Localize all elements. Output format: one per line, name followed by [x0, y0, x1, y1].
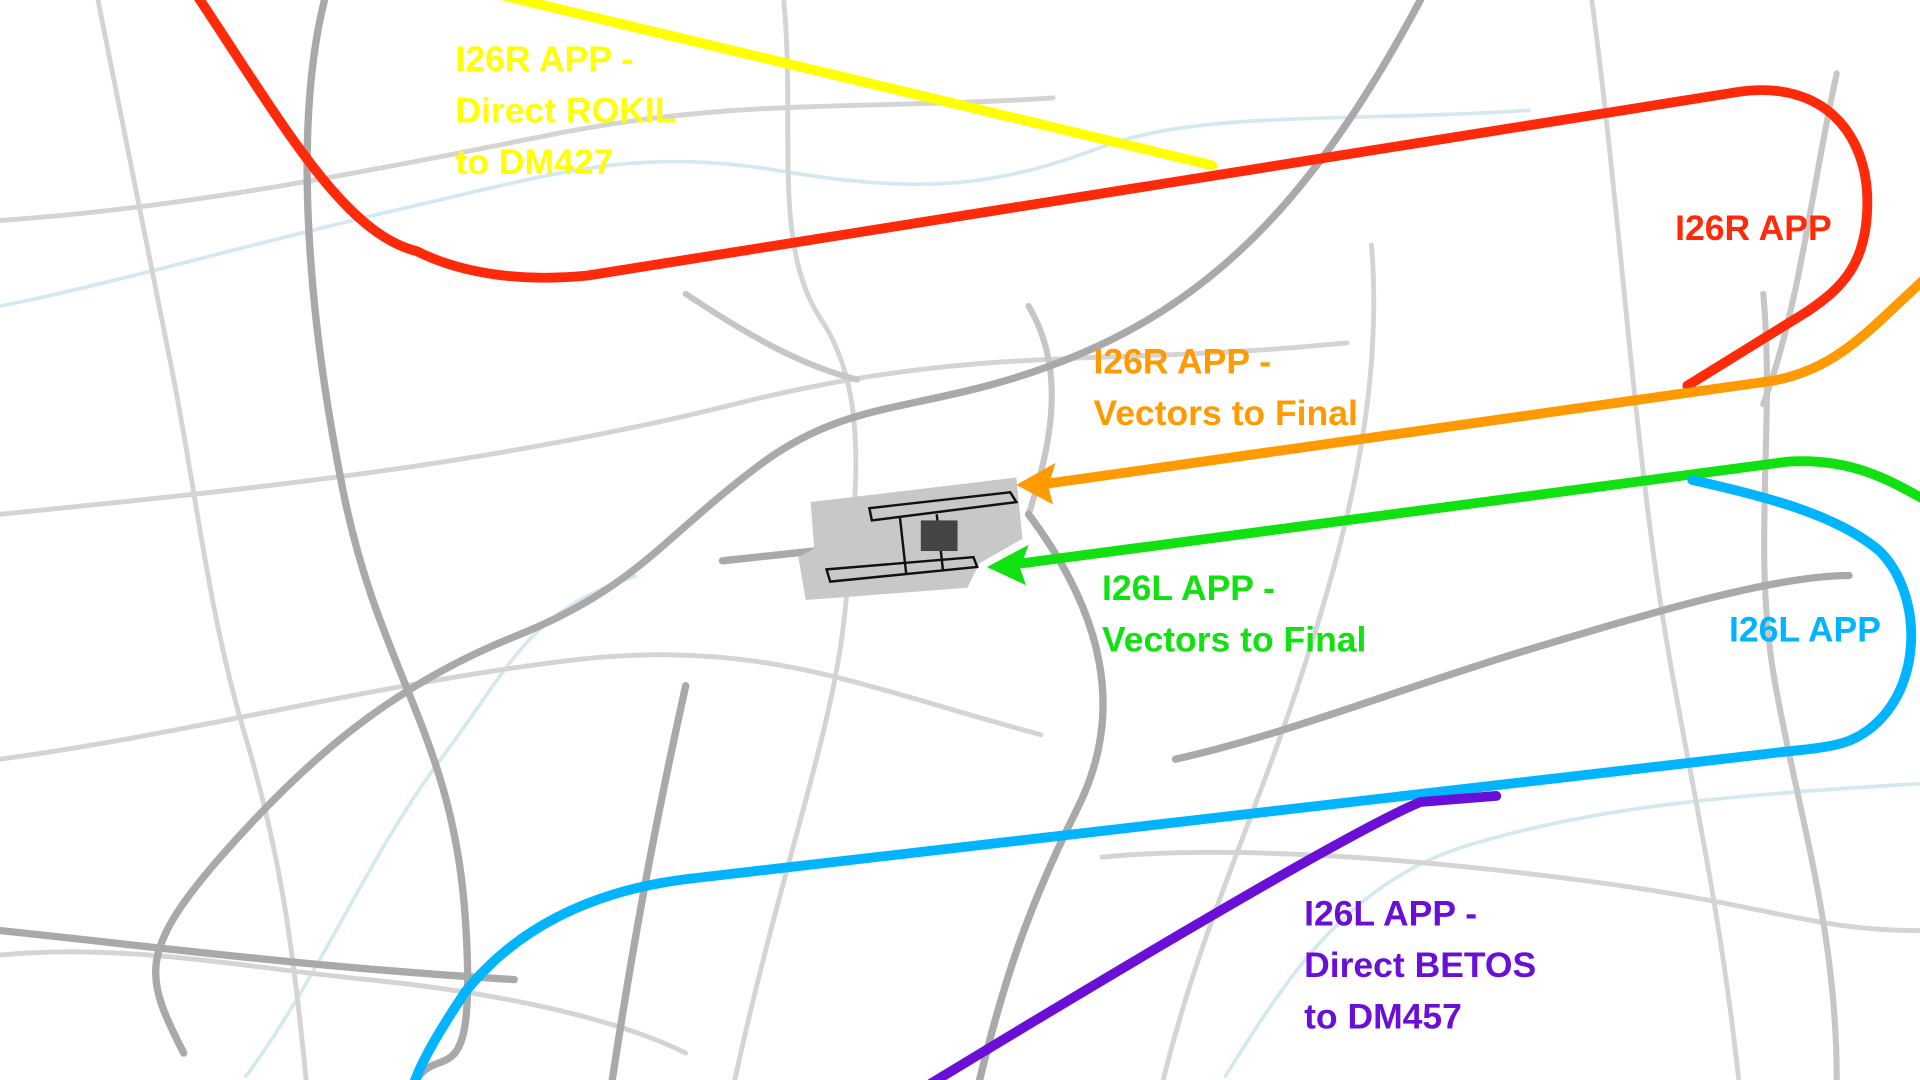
route-i26l-vectors	[1017, 456, 1920, 569]
airport-diagram	[798, 477, 1023, 600]
label-i26l-vectors: I26L APP - Vectors to Final	[1102, 568, 1366, 659]
route-i26r-app	[194, 0, 1873, 391]
route-i26l-app	[410, 475, 1917, 1080]
label-i26r-vectors: I26R APP - Vectors to Final	[1093, 341, 1357, 432]
route-labels: I26R APP - Direct ROKIL to DM427 I26R AP…	[456, 39, 1881, 1037]
route-i26l-direct-betos	[927, 791, 1502, 1080]
label-i26l-direct: I26L APP - Direct BETOS to DM457	[1304, 894, 1546, 1037]
label-i26l-app: I26L APP	[1729, 610, 1881, 650]
route-i26r-direct-rokil	[500, 0, 1218, 171]
route-i26r-vectors	[1042, 276, 1920, 489]
arrowhead-i26l-vectors	[986, 544, 1029, 586]
label-i26r-direct: I26R APP - Direct ROKIL to DM427	[456, 39, 687, 182]
arrowhead-i26r-vectors	[1016, 462, 1056, 505]
routes	[194, 0, 1920, 1080]
label-i26r-app: I26R APP	[1675, 208, 1832, 248]
